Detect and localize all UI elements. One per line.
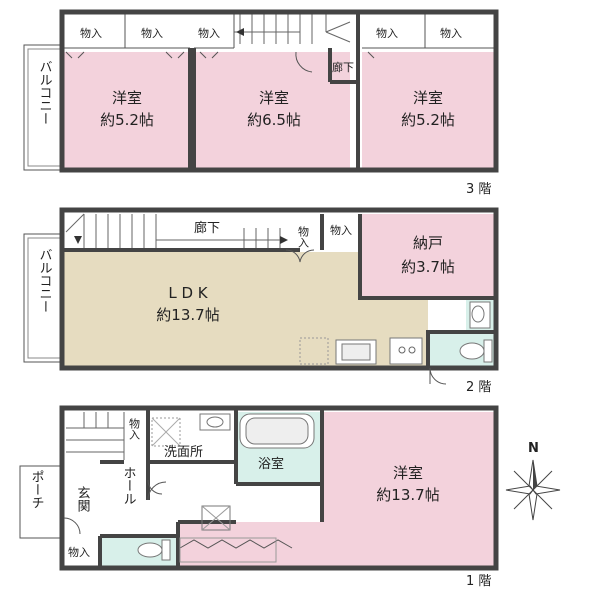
washroom: 洗面所 xyxy=(164,445,203,460)
ldk-name: L D K xyxy=(168,284,208,302)
room-3f-right-size: 約5.2帖 xyxy=(401,111,455,129)
floor-3-label: 3 階 xyxy=(466,182,491,197)
room-3f-right xyxy=(362,52,494,168)
floor-2-label: 2 階 xyxy=(466,380,491,395)
floor-1: 物入 洗面所 浴室 ホール 玄関 ポーチ 物入 洋室 約13.7帖 1 階 xyxy=(19,405,499,589)
compass-icon: N xyxy=(505,441,561,521)
hall: ホール xyxy=(121,466,136,505)
room-3f-right-name: 洋室 xyxy=(413,89,443,107)
storage-3f-d: 物入 xyxy=(376,26,398,40)
storage-3f-e: 物入 xyxy=(440,26,462,40)
room-1f xyxy=(178,412,494,566)
closet-name: 納戸 xyxy=(413,234,443,252)
room-3f-left-name: 洋室 xyxy=(112,89,142,107)
entrance: 玄関 xyxy=(75,486,91,513)
closet-2f xyxy=(362,214,494,298)
room-3f-mid xyxy=(194,52,350,168)
room-1f-name: 洋室 xyxy=(393,464,423,482)
bath: 浴室 xyxy=(258,456,284,472)
storage-2f-b: 物入 xyxy=(330,223,352,237)
storage-3f-c: 物入 xyxy=(198,26,220,40)
balcony-3f xyxy=(23,44,65,171)
north-label: N xyxy=(528,441,539,456)
floor-2: 廊下 物入 物入 バルコニー L D K 約13.7帖 納戸 約3.7帖 2 階 xyxy=(23,207,499,395)
storage-2f-a: 物入 xyxy=(297,225,310,248)
floor-3: 物入 物入 物入 物入 物入 廊下 バルコニー 洋室 約5.2帖 洋室 約6.5… xyxy=(23,9,499,197)
floor-1-label: 1 階 xyxy=(466,574,491,589)
room-3f-left-size: 約5.2帖 xyxy=(100,111,154,129)
ldk-area xyxy=(64,252,428,366)
room-1f-size: 約13.7帖 xyxy=(376,486,439,504)
porch-label: ポーチ xyxy=(29,470,44,509)
balcony-2f-label: バルコニー xyxy=(37,248,53,313)
ldk-size: 約13.7帖 xyxy=(156,306,219,324)
hallway-2f: 廊下 xyxy=(194,220,220,236)
storage-1f-stair: 物入 xyxy=(128,417,141,440)
balcony-3f-label: バルコニー xyxy=(37,60,53,125)
room-3f-left xyxy=(64,52,190,168)
room-3f-mid-name: 洋室 xyxy=(259,89,289,107)
storage-3f-b: 物入 xyxy=(141,26,163,40)
storage-1f-entry: 物入 xyxy=(68,545,90,559)
room-3f-mid-size: 約6.5帖 xyxy=(247,111,301,129)
hallway-3f: 廊下 xyxy=(332,60,354,74)
storage-3f-a: 物入 xyxy=(80,26,102,40)
balcony-2f xyxy=(23,233,65,363)
closet-size: 約3.7帖 xyxy=(401,258,455,276)
